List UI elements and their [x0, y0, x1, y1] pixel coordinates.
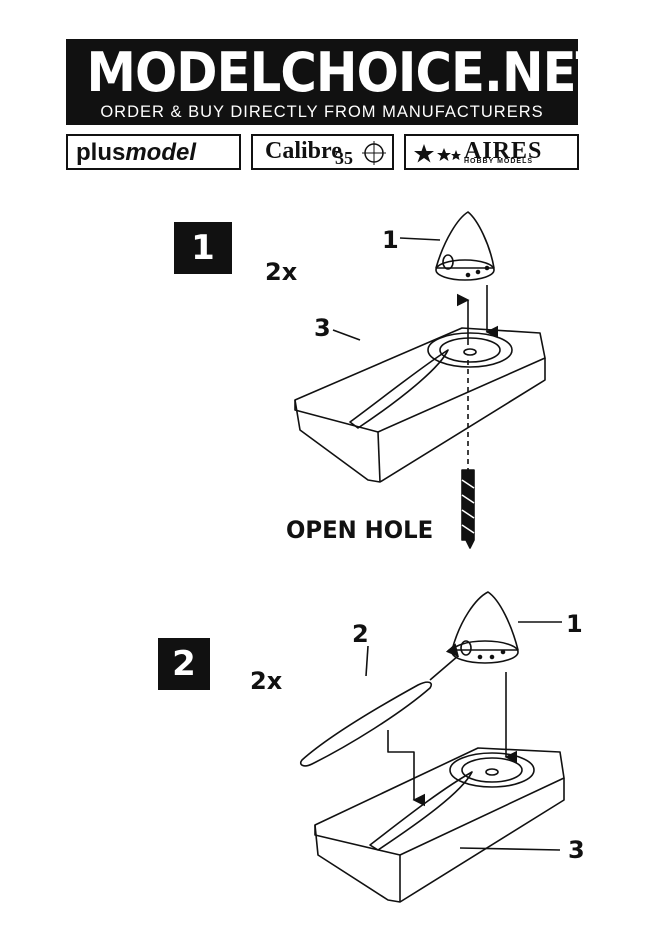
brand-title: MODELCHOICE.NET	[86, 41, 609, 104]
aires-subtext: HOBBY MODELS	[464, 158, 534, 165]
arrow-icon	[429, 643, 460, 681]
brand-tagline: ORDER & BUY DIRECTLY FROM MANUFACTURERS	[100, 103, 544, 121]
base-block-icon	[294, 327, 546, 483]
propeller-blade-icon	[299, 681, 433, 767]
step-1-callout-1: 1	[382, 226, 399, 254]
aires-logo: AIRES HOBBY MODELS	[404, 134, 579, 170]
calibre-text: Calibre	[265, 138, 342, 164]
open-hole-label: OPEN HOLE	[286, 516, 434, 544]
plusmodel-text-a: plus	[76, 139, 126, 166]
stars-icon	[414, 144, 461, 163]
crosshair-icon	[362, 141, 386, 165]
aires-text: AIRES	[464, 138, 543, 164]
spinner-icon	[435, 211, 495, 281]
brand-banner: MODELCHOICE.NET ORDER & BUY DIRECTLY FRO…	[66, 39, 610, 125]
step-2-callout-1: 1	[566, 610, 583, 638]
calibre-number: 35	[335, 148, 353, 168]
plusmodel-text: plusmodel	[76, 139, 196, 167]
calibre-logo: Calibre 35	[251, 134, 394, 170]
spinner-icon	[451, 591, 519, 664]
drill-bit-icon	[461, 469, 475, 549]
base-block-icon	[314, 747, 565, 903]
step-1-callout-3: 3	[314, 314, 331, 342]
step-1-quantity: 2x	[265, 258, 298, 286]
step-2-callout-2: 2	[352, 620, 369, 648]
step-2-number: 2	[158, 638, 210, 690]
step-2-quantity: 2x	[250, 667, 283, 695]
step-1-number: 1	[174, 222, 232, 274]
plusmodel-text-b: model	[125, 139, 197, 166]
step-2-callout-3: 3	[568, 836, 585, 864]
arrow-icon	[387, 730, 426, 807]
plusmodel-logo: plusmodel	[66, 134, 241, 170]
